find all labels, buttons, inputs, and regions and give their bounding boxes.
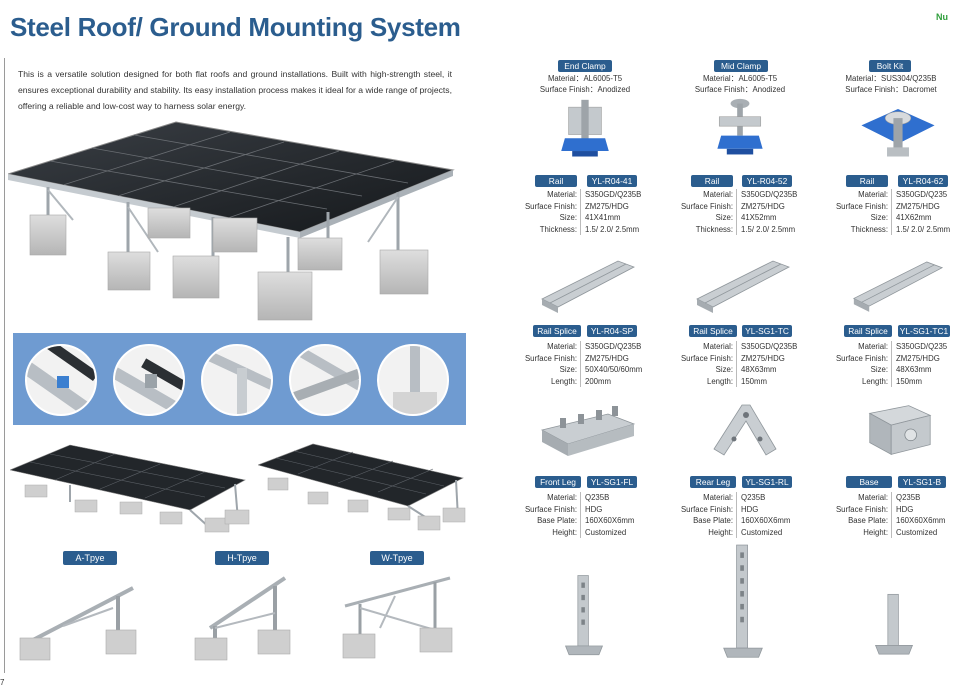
rail-1-image: [541, 260, 635, 313]
detail-circle-joint: [201, 344, 273, 416]
detail-circle-end-clamp: [113, 344, 185, 416]
left-divider: [4, 58, 5, 673]
rail-2-image: [696, 260, 790, 313]
brand-logo: Nu: [936, 12, 948, 22]
spec-mid-clamp: Material：AL6005-T5 Surface Finish：Anodiz…: [694, 74, 786, 94]
type-badge-a: A-Tpye: [63, 551, 117, 565]
badge-splice-3: Rail Splice: [844, 325, 892, 337]
bolt-kit-image: [861, 108, 935, 157]
badge-splice-1-code: YL-R04-SP: [587, 325, 637, 337]
spec-rail-2: Material:S350GD/Q235B Surface Finish:ZM2…: [680, 189, 798, 235]
badge-splice-3-code: YL-SG1-TC1: [898, 325, 950, 337]
end-clamp-image: [561, 99, 609, 157]
base-image: [875, 593, 913, 655]
badge-rail-1: Rail: [535, 175, 577, 187]
badge-splice-2-code: YL-SG1-TC: [742, 325, 792, 337]
h-type-structure: [194, 576, 291, 661]
badge-rail-2: Rail: [691, 175, 733, 187]
badge-front-leg: Front Leg: [535, 476, 581, 488]
spec-splice-3: Material:S350GD/Q235 Surface Finish:ZM27…: [835, 341, 948, 387]
detail-circle-clamp: [25, 344, 97, 416]
spec-end-clamp: Material：AL6005-T5 Surface Finish：Anodiz…: [539, 74, 631, 94]
page-title: Steel Roof/ Ground Mounting System: [10, 12, 461, 42]
splice-2-image: [713, 404, 777, 456]
badge-rear-leg-code: YL-SG1-RL: [742, 476, 792, 488]
badge-splice-1: Rail Splice: [533, 325, 581, 337]
badge-bolt-kit: Bolt Kit: [869, 60, 911, 72]
badge-end-clamp: End Clamp: [558, 60, 612, 72]
spec-rail-1: Material:S350GD/Q235B Surface Finish:ZM2…: [524, 189, 642, 235]
spec-splice-1: Material:S350GD/Q235B Surface Finish:ZM2…: [524, 341, 643, 387]
badge-front-leg-code: YL-SG1-FL: [587, 476, 637, 488]
spec-front-leg: Material:Q235B Surface Finish:HDG Base P…: [524, 492, 635, 538]
spec-rail-3: Material:S350GD/Q235 Surface Finish:ZM27…: [835, 189, 951, 235]
ground-mount-illustration: [8, 121, 455, 321]
badge-rear-leg: Rear Leg: [690, 476, 736, 488]
a-type-structure: [19, 586, 137, 661]
badge-base: Base: [846, 476, 892, 488]
small-array-right: [258, 443, 466, 531]
page-number: 7: [0, 678, 5, 687]
spec-base: Material:Q235B Surface Finish:HDG Base P…: [835, 492, 946, 538]
spec-rear-leg: Material:Q235B Surface Finish:HDG Base P…: [680, 492, 791, 538]
badge-rail-2-code: YL-R04-52: [742, 175, 792, 187]
small-array-left: [10, 444, 250, 533]
detail-circle-brace: [289, 344, 361, 416]
badge-rail-3: Rail: [846, 175, 888, 187]
rail-3-image: [852, 261, 944, 312]
w-type-structure: [342, 576, 453, 659]
detail-band: [13, 333, 466, 425]
type-badge-w: W-Tpye: [370, 551, 424, 565]
badge-base-code: YL-SG1-B: [898, 476, 946, 488]
badge-mid-clamp: Mid Clamp: [714, 60, 768, 72]
spec-splice-2: Material:S350GD/Q235B Surface Finish:ZM2…: [680, 341, 798, 387]
spec-bolt-kit: Material：SUS304/Q235B Surface Finish：Dac…: [845, 74, 937, 94]
badge-splice-2: Rail Splice: [689, 325, 737, 337]
front-leg-image: [565, 575, 603, 656]
badge-rail-1-code: YL-R04-41: [587, 175, 637, 187]
rear-leg-image: [723, 544, 763, 658]
detail-circle-base: [377, 344, 449, 416]
mid-clamp-image: [717, 98, 763, 155]
splice-3-image: [868, 405, 932, 456]
intro-paragraph: This is a versatile solution designed fo…: [18, 69, 452, 111]
badge-rail-3-code: YL-R04-62: [898, 175, 948, 187]
type-badge-h: H-Tpye: [215, 551, 269, 565]
splice-1-image: [540, 406, 636, 456]
